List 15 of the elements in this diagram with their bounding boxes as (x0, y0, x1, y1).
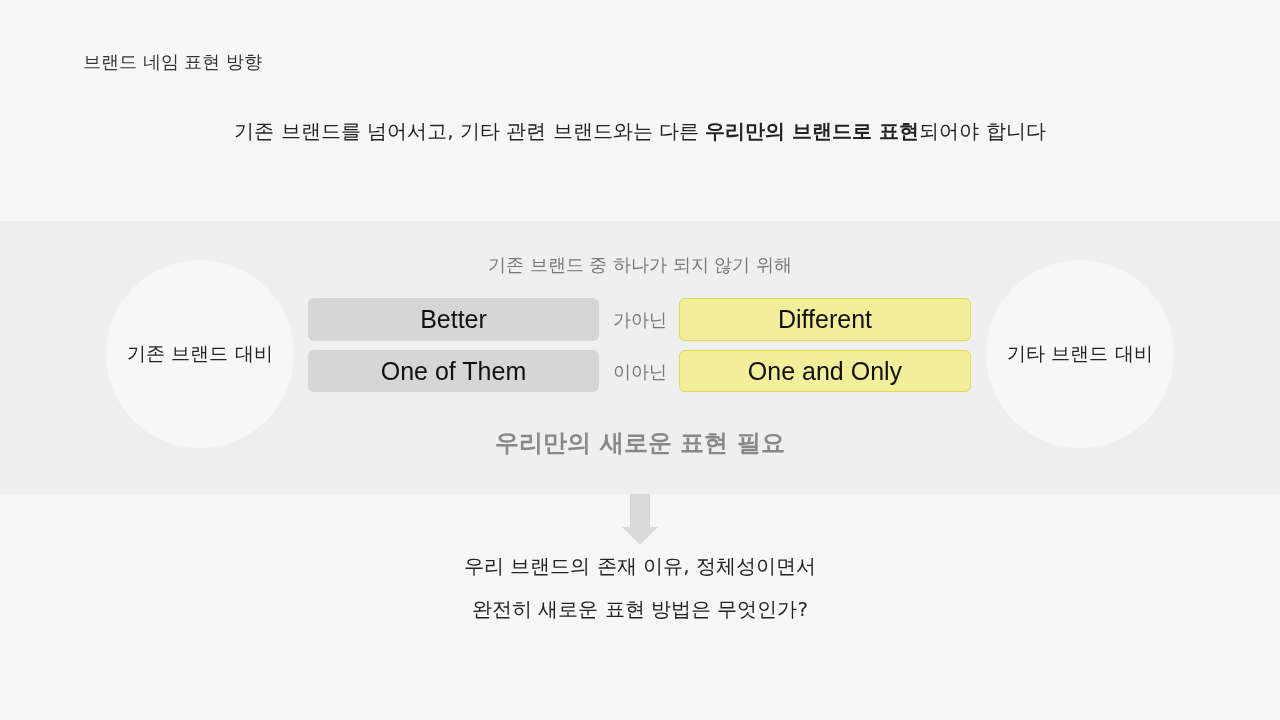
option-box: Different (679, 298, 971, 341)
option-box: One of Them (308, 350, 599, 392)
option-box: One and Only (679, 350, 971, 392)
intro-sentence: 기존 브랜드를 넘어서고, 기타 관련 브랜드와는 다른 우리만의 브랜드로 표현되어야 합니다 (234, 117, 1046, 145)
band-heading: 기존 브랜드 중 하나가 되지 않기 위해 (487, 253, 793, 277)
band-conclusion: 우리만의 새로운 표현 필요 (495, 428, 785, 459)
comparison-circle: 기타 브랜드 대비 (986, 260, 1174, 448)
content-band (0, 221, 1280, 494)
connector-word: 가아닌 (613, 308, 667, 332)
slide-title: 브랜드 네임 표현 방향 (83, 50, 263, 74)
option-box: Better (308, 298, 599, 341)
connector-word: 이아닌 (613, 360, 667, 384)
arrow (622, 494, 658, 545)
question-text: 우리 브랜드의 존재 이유, 정체성이면서 완전히 새로운 표현 방법은 무엇인가? (450, 545, 830, 631)
comparison-circle: 기존 브랜드 대비 (106, 260, 294, 448)
